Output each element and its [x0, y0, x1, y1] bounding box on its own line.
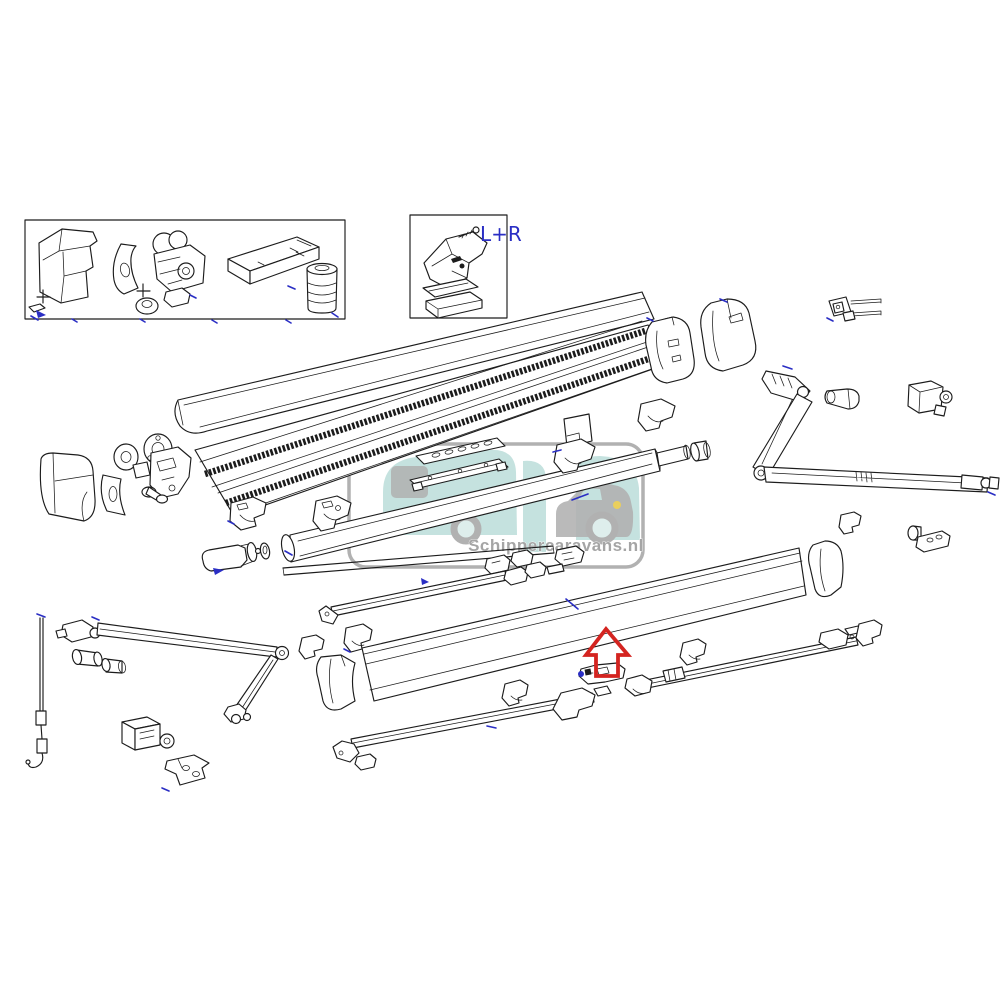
retainer-clip	[28, 303, 46, 321]
support-leg-middle	[332, 685, 612, 771]
roof-bracket-2	[312, 495, 352, 532]
clip	[838, 511, 862, 535]
crank-pole	[25, 613, 48, 769]
case-top-profile	[174, 291, 655, 434]
lock-slider	[578, 662, 626, 685]
clip	[501, 679, 529, 707]
lead-rail-end-cap-left	[315, 654, 356, 711]
support-rail	[282, 545, 585, 585]
case-end-cap-outer	[700, 298, 757, 372]
blue-tick-marks	[71, 318, 292, 324]
wall-bracket-angled	[161, 754, 210, 792]
roof-bracket-3	[552, 438, 596, 474]
tension-rafter-rail	[318, 561, 565, 625]
motor-collar	[259, 542, 271, 560]
arm-end-sleeve	[824, 388, 860, 410]
tube-end-adapter	[690, 440, 711, 462]
wall-bracket-with-screw	[423, 226, 488, 289]
wall-bracket-box	[121, 716, 175, 751]
motor-unit	[201, 542, 262, 575]
case-end-cap-inner	[645, 316, 695, 384]
perforated-rack-strip-lower	[409, 458, 509, 492]
clip	[679, 638, 707, 666]
arm-end-fittings	[960, 474, 1000, 496]
inset-box-motor-kit	[24, 219, 346, 324]
cylinder-adapter	[306, 262, 339, 318]
watermark-text: Schippercaravans.nl	[468, 536, 644, 555]
spring-arm-right	[752, 365, 1000, 496]
lead-rail-end-cap-right	[807, 540, 844, 598]
clip	[855, 619, 883, 647]
watermark-wheel-right	[585, 511, 619, 545]
plus-icon	[36, 289, 51, 304]
tube-end-shaft	[656, 444, 691, 467]
roof-bracket-1	[227, 496, 267, 531]
clamp-shell	[112, 243, 139, 295]
clip	[343, 623, 373, 653]
left-case-end-housing	[39, 452, 96, 522]
top-cover-assembly	[39, 291, 882, 522]
arm-handle-sleeves	[71, 648, 126, 674]
end-cap-clamp	[100, 474, 126, 516]
gear-mount-bracket	[141, 446, 192, 504]
support-leg-right	[624, 625, 863, 697]
roller-assembly	[201, 398, 711, 575]
control-unit-box	[227, 236, 320, 290]
gear-drive-assembly	[152, 230, 206, 308]
watermark-car-window	[578, 488, 602, 500]
t-bracket	[907, 525, 951, 553]
lock-ring	[135, 297, 159, 315]
spacer-plate	[422, 278, 479, 298]
end-cap-housing	[38, 228, 98, 304]
left-right-label: L+R	[480, 222, 522, 246]
retainer-clips	[298, 511, 951, 707]
watermark-indicator-dot	[613, 501, 621, 509]
rails-group	[282, 545, 585, 625]
spring-arm-left	[55, 616, 290, 725]
inset-box-bracket-kit: L+R	[409, 214, 522, 319]
clip	[298, 634, 325, 660]
front-lead-rail-panel	[361, 547, 807, 702]
plus-icon	[136, 283, 151, 298]
arm-lower-segment	[763, 466, 989, 493]
spacer-block	[425, 291, 483, 319]
blue-arrow-mark	[36, 310, 46, 318]
highlight-arrow-up	[582, 625, 633, 678]
fabric-flap	[563, 413, 593, 448]
roller-tube	[280, 448, 661, 563]
roof-bracket-4	[637, 398, 676, 432]
front-panel-group	[315, 540, 844, 711]
wall-mount-bracket-right	[907, 380, 953, 417]
perforated-rack-strip-upper	[415, 437, 506, 465]
pin-bracket	[826, 296, 882, 322]
